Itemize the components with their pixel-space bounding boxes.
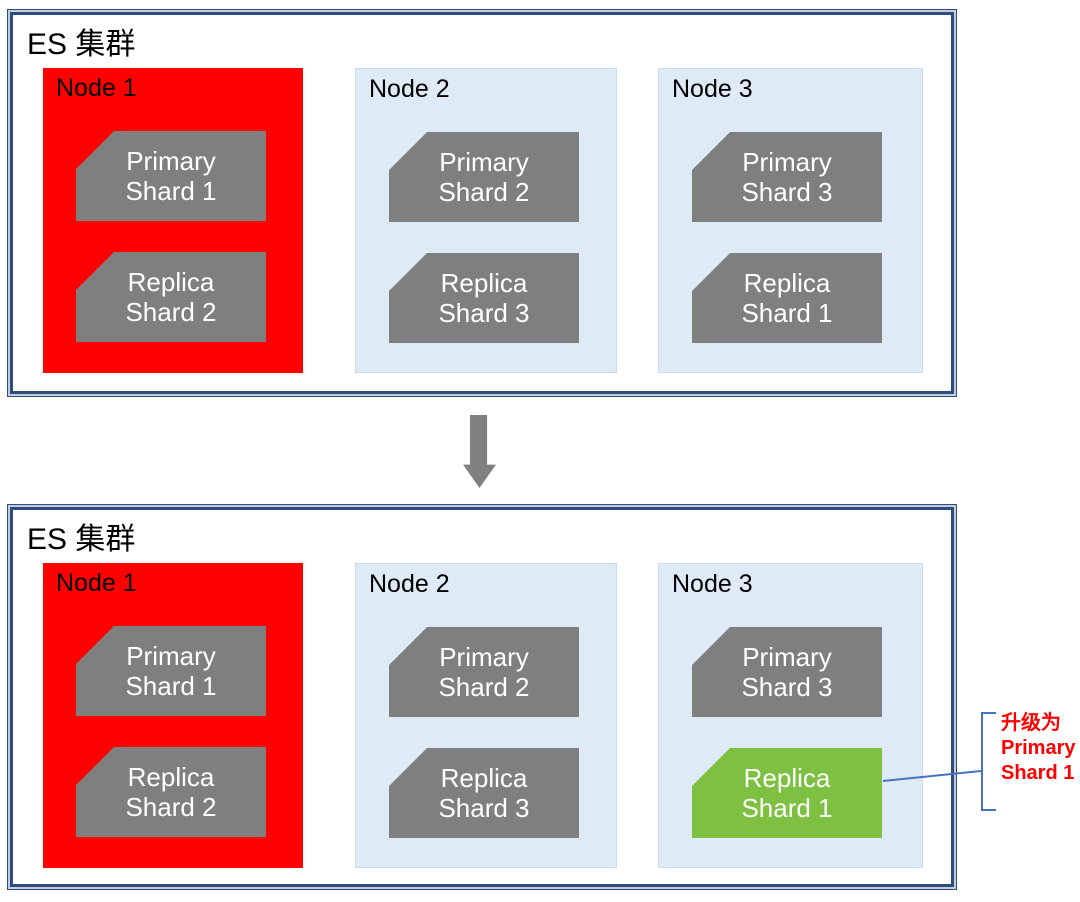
node-label: Node 3 <box>672 75 753 103</box>
node-2: Node 2 Primary Shard 2 Replica Shard 3 <box>355 563 617 868</box>
node-1-failed: Node 1 Primary Shard 1 Replica Shard 2 <box>43 68 303 373</box>
down-arrow-icon <box>463 415 496 488</box>
node-label: Node 1 <box>56 74 137 102</box>
node-1-failed: Node 1 Primary Shard 1 Replica Shard 2 <box>43 563 303 868</box>
cluster-title: ES 集群 <box>27 523 136 556</box>
shard-replica-2: Replica Shard 2 <box>76 747 266 837</box>
shard-primary-2: Primary Shard 2 <box>389 627 579 717</box>
shard-replica-2: Replica Shard 2 <box>76 252 266 342</box>
node-label: Node 1 <box>56 569 137 597</box>
shard-primary-3: Primary Shard 3 <box>692 627 882 717</box>
node-label: Node 3 <box>672 570 753 598</box>
shard-replica-3: Replica Shard 3 <box>389 748 579 838</box>
cluster-title: ES 集群 <box>27 28 136 61</box>
shard-replica-3: Replica Shard 3 <box>389 253 579 343</box>
shard-primary-2: Primary Shard 2 <box>389 132 579 222</box>
shard-primary-1: Primary Shard 1 <box>76 131 266 221</box>
shard-replica-1: Replica Shard 1 <box>692 253 882 343</box>
node-2: Node 2 Primary Shard 2 Replica Shard 3 <box>355 68 617 373</box>
node-label: Node 2 <box>369 75 450 103</box>
node-3: Node 3 Primary Shard 3 Replica Shard 1 <box>658 68 923 373</box>
annotation-bracket <box>981 712 996 811</box>
promotion-annotation-text: 升级为 Primary Shard 1 <box>1001 712 1076 784</box>
shard-primary-3: Primary Shard 3 <box>692 132 882 222</box>
node-3: Node 3 Primary Shard 3 Replica Shard 1 <box>658 563 923 868</box>
cluster-box-before: ES 集群 Node 1 Primary Shard 1 Replica Sha… <box>10 12 954 394</box>
shard-replica-1-promoted: Replica Shard 1 <box>692 748 882 838</box>
node-label: Node 2 <box>369 570 450 598</box>
cluster-box-after: ES 集群 Node 1 Primary Shard 1 Replica Sha… <box>10 507 954 887</box>
shard-primary-1: Primary Shard 1 <box>76 626 266 716</box>
